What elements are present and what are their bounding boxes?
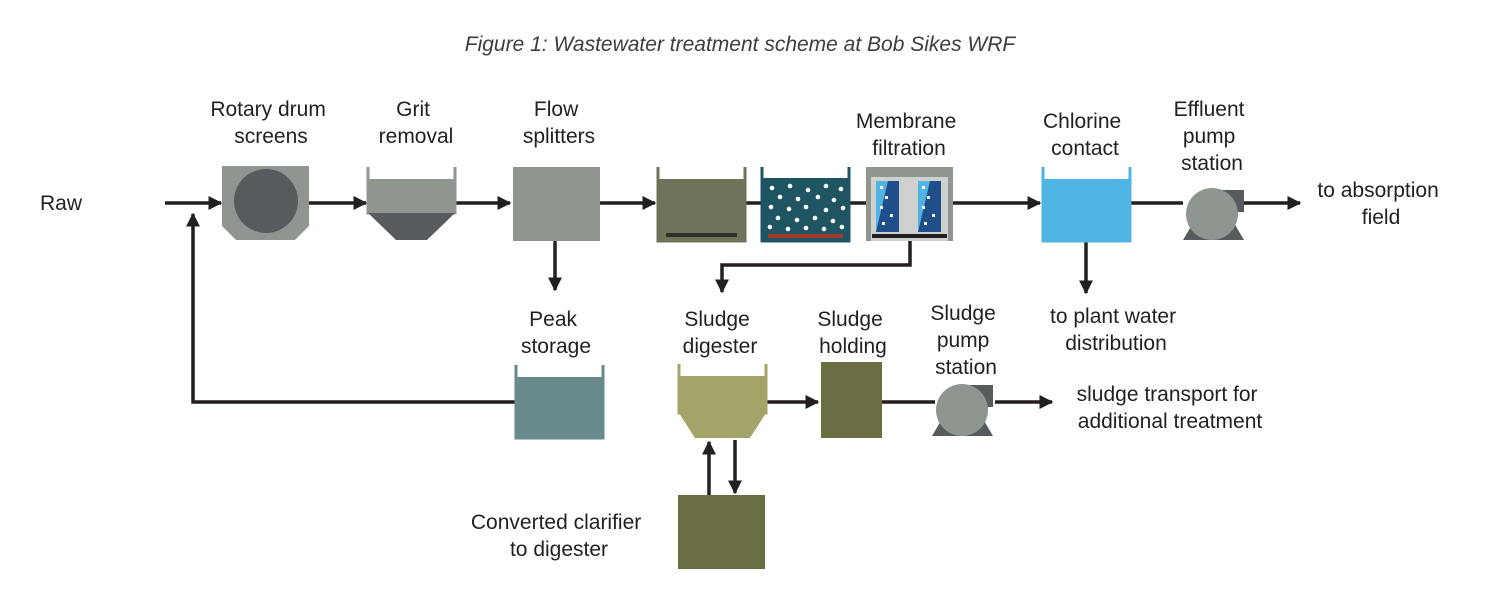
flow-lines bbox=[165, 196, 1302, 495]
label-grit-removal: Grit removal bbox=[379, 98, 454, 148]
effluent-pump-icon bbox=[1183, 188, 1244, 240]
label-flow-splitters: Flow splitters bbox=[523, 98, 595, 148]
label-sludge-pump-station: Sludge pump station bbox=[930, 302, 1001, 379]
figure-title: Figure 1: Wastewater treatment scheme at… bbox=[465, 33, 1017, 56]
label-sludge-holding: Sludge holding bbox=[817, 308, 888, 358]
sludge-digester-icon bbox=[677, 364, 768, 438]
flow-arrow-membrane-to-digester bbox=[715, 241, 912, 294]
sludge-holding-tank-icon bbox=[821, 362, 882, 438]
label-to-plant-water-distribution: to plant water distribution bbox=[1050, 305, 1182, 355]
label-membrane-filtration: Membrane filtration bbox=[856, 110, 962, 160]
grit-removal-icon bbox=[366, 167, 457, 240]
label-peak-storage: Peak storage bbox=[521, 308, 591, 358]
flow-arrow-peak-return bbox=[186, 212, 515, 404]
flow-splitter-icon bbox=[513, 167, 600, 241]
peak-storage-tank-icon bbox=[514, 365, 605, 440]
membrane-filtration-icon bbox=[866, 167, 953, 241]
converted-clarifier-icon bbox=[678, 495, 765, 569]
label-rotary-drum-screens: Rotary drum screens bbox=[210, 98, 331, 148]
label-to-absorption-field: to absorption field bbox=[1317, 179, 1444, 229]
label-sludge-digester: Sludge digester bbox=[683, 308, 758, 358]
label-chlorine-contact: Chlorine contact bbox=[1043, 110, 1127, 160]
label-effluent-pump-station: Effluent pump station bbox=[1174, 98, 1251, 175]
aeration-tank-icon bbox=[760, 167, 851, 243]
anoxic-tank-icon bbox=[656, 167, 747, 243]
label-raw: Raw bbox=[40, 192, 83, 215]
chlorine-contact-tank-icon bbox=[1041, 167, 1132, 243]
label-sludge-transport: sludge transport for additional treatmen… bbox=[1077, 383, 1264, 433]
label-converted-clarifier: Converted clarifier to digester bbox=[471, 511, 647, 561]
rotary-drum-screen-icon bbox=[222, 166, 309, 240]
sludge-pump-icon bbox=[932, 384, 993, 436]
